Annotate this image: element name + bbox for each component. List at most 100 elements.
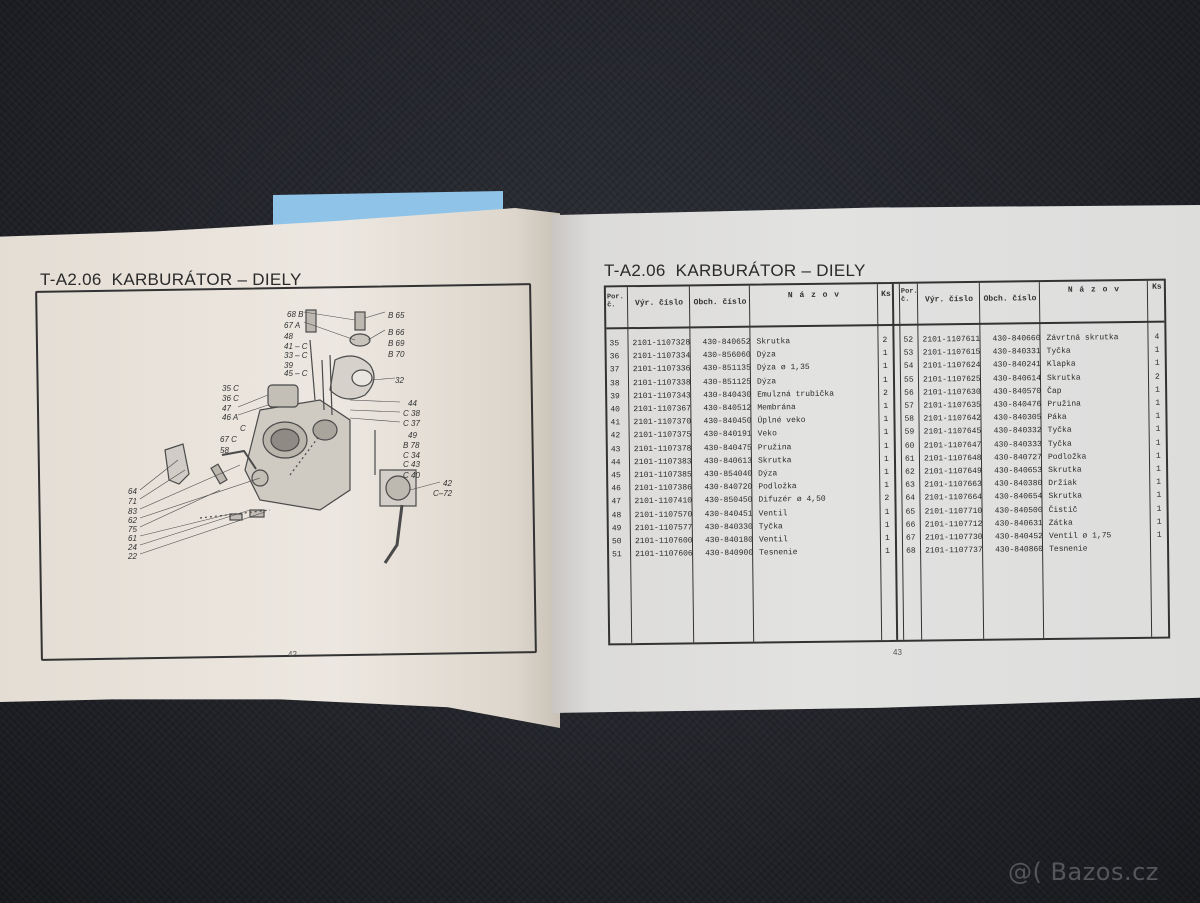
cell-obch: 430-840614 [992, 373, 1042, 384]
cell-por: 36 [609, 352, 620, 362]
cell-por: 56 [904, 388, 914, 398]
cell-vyr: 2101-1107386 [634, 483, 692, 494]
cell-ks: 1 [1154, 359, 1160, 369]
cell-obch: 430-840476 [993, 400, 1042, 410]
cell-nazov: Pružina [1047, 399, 1081, 410]
cell-por: 54 [903, 362, 914, 372]
cell-nazov: Držiak [1048, 478, 1078, 489]
callout-label: C 43 [403, 460, 420, 469]
cell-obch: 430-840430 [703, 390, 752, 401]
cell-vyr: 2101-1107343 [633, 391, 691, 401]
cell-nazov: Skrutka [757, 455, 792, 466]
cell-obch: 430-840331 [992, 347, 1041, 357]
cell-por: 46 [611, 484, 621, 494]
cell-ks: 1 [1156, 517, 1162, 527]
callout-label: 49 [408, 431, 417, 440]
cell-ks: 1 [1156, 464, 1161, 474]
cell-ks: 1 [883, 454, 889, 464]
cell-por: 60 [904, 441, 915, 451]
cell-ks: 1 [884, 481, 890, 491]
cell-por: 64 [905, 494, 916, 504]
cell-por: 63 [905, 480, 915, 490]
callout-label: B 65 [388, 311, 405, 320]
callout-label: 36 C [222, 394, 239, 403]
cell-por: 37 [609, 365, 620, 375]
cell-vyr: 2101-1107624 [922, 361, 981, 371]
cell-obch: 430-840512 [703, 403, 752, 414]
cell-nazov: Difuzér ø 4,50 [758, 495, 826, 505]
cell-por: 62 [905, 467, 915, 477]
cell-ks: 1 [1156, 530, 1162, 540]
cell-vyr: 2101-1107635 [923, 400, 981, 411]
callout-label: C 40 [403, 471, 420, 480]
callout-label: B 78 [403, 441, 420, 450]
callout-label: 41 – C [284, 342, 308, 351]
cell-por: 45 [611, 471, 621, 481]
cell-ks: 2 [883, 388, 889, 398]
callout-label: 75 [128, 525, 137, 534]
cell-obch: 430-840660 [992, 334, 1041, 344]
cell-por: 68 [906, 546, 916, 556]
cell-ks: 1 [883, 441, 889, 451]
cell-nazov: Podložka [758, 482, 797, 492]
cell-vyr: 2101-1107385 [634, 470, 692, 481]
cell-nazov: Dýza ø 1,35 [756, 363, 810, 373]
cell-obch: 430-840452 [994, 532, 1043, 542]
cell-nazov: Dýza [758, 469, 778, 479]
cell-vyr: 2101-1107370 [633, 417, 692, 428]
callout-label: 44 [408, 399, 417, 408]
cell-vyr: 2101-1107338 [632, 377, 691, 388]
callout-label: B 69 [388, 339, 405, 348]
cell-por: 57 [904, 401, 914, 411]
cell-por: 43 [610, 444, 621, 454]
cell-nazov: Membrána [757, 403, 796, 413]
callout-label: 83 [128, 507, 137, 516]
callout-label: C [240, 424, 246, 433]
cell-por: 47 [611, 497, 622, 507]
cell-obch: 430-840330 [704, 522, 753, 533]
cell-obch: 430-850450 [704, 496, 753, 506]
cell-vyr: 2101-1107664 [924, 493, 983, 503]
callout-label: C 34 [403, 451, 420, 460]
cell-por: 48 [611, 510, 622, 520]
cell-ks: 1 [884, 533, 890, 544]
callout-label: 67 C [220, 435, 237, 444]
cell-vyr: 2101-1107611 [922, 334, 981, 345]
header-obch-cislo: Obch. číslo [983, 294, 1037, 304]
cell-por: 55 [903, 375, 914, 385]
cell-obch: 430-840900 [705, 548, 754, 559]
cell-nazov: Podložka [1047, 452, 1087, 462]
cell-vyr: 2101-1107600 [634, 536, 693, 547]
cell-vyr: 2101-1107336 [632, 364, 691, 375]
cell-obch: 430-840450 [703, 416, 752, 427]
bazos-watermark: @( Bazos.cz [1008, 858, 1159, 886]
cell-por: 35 [609, 339, 620, 349]
callout-label: 58 [220, 446, 229, 455]
cell-obch: 430-851125 [702, 377, 752, 387]
cell-vyr: 2101-1107383 [633, 457, 692, 467]
callout-label: 71 [128, 497, 137, 506]
cell-nazov: Emulzná trubička [757, 389, 835, 400]
cell-nazov: Dýza [756, 350, 776, 360]
cell-vyr: 2101-1107642 [923, 414, 982, 424]
header-ks: Ks [881, 289, 891, 300]
cell-vyr: 2101-1107375 [633, 430, 692, 441]
cell-por: 39 [610, 392, 620, 402]
cell-nazov: Čistič [1048, 505, 1078, 515]
cell-vyr: 2101-1107710 [924, 506, 983, 517]
cell-por: 66 [905, 520, 916, 530]
callout-label: 67 A [284, 321, 301, 330]
callout-label: 45 – C [284, 369, 308, 378]
cell-vyr: 2101-1107577 [634, 523, 693, 533]
cell-vyr: 2101-1107737 [925, 546, 983, 556]
cell-obch: 430-851135 [702, 364, 751, 374]
left-page-number: 42 [288, 650, 297, 659]
callout-label: B 66 [388, 328, 405, 337]
callout-label: B 70 [388, 350, 405, 359]
cell-ks: 1 [884, 467, 889, 478]
cell-por: 44 [610, 458, 621, 468]
cell-vyr: 2101-1107615 [922, 348, 981, 358]
cell-nazov: Skrutka [1048, 465, 1082, 476]
cell-por: 52 [903, 335, 914, 345]
cell-nazov: Tyčka [1047, 426, 1072, 436]
